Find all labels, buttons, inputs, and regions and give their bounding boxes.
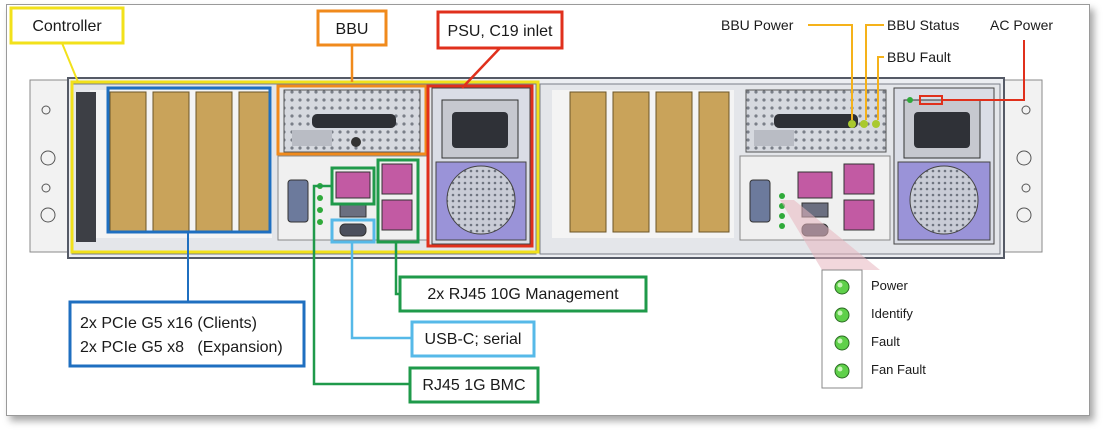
right-rack-ear	[1001, 79, 1043, 253]
bbu-power-leader	[808, 24, 853, 120]
bbu-highlight	[276, 84, 428, 156]
led-legend: Power Identify Fault Fan Fault	[821, 269, 926, 389]
controller-leader	[61, 42, 79, 83]
callout-usbc: USB-C; serial	[410, 320, 536, 358]
left-rack-ear	[29, 79, 71, 253]
led-fan-fault	[834, 363, 850, 379]
callout-pcie-line1: 2x PCIe G5 x16 (Clients)	[80, 315, 257, 332]
rj45-mgmt-highlight	[376, 158, 420, 244]
pcie-slots-a	[76, 90, 272, 242]
callout-bbu-text: BBU	[336, 21, 369, 38]
callout-rj45-bmc: RJ45 1G BMC	[408, 366, 540, 404]
callout-rj45-mgmt: 2x RJ45 10G Management	[398, 275, 648, 313]
callout-controller-text: Controller	[32, 18, 102, 35]
led-legend-label-fault: Fault	[871, 334, 900, 349]
psu-a	[431, 87, 531, 245]
led-zoom-wedge	[780, 200, 880, 270]
psu-leader	[461, 47, 501, 89]
usbc-leader	[350, 242, 412, 340]
bbu-status-leader	[865, 24, 884, 120]
callout-rj45-bmc-text: RJ45 1G BMC	[422, 377, 525, 394]
callout-pcie-line2: 2x PCIe G5 x8 (Expansion)	[80, 339, 283, 356]
callout-bbu-fault: BBU Fault	[887, 49, 951, 65]
led-identify	[834, 307, 850, 323]
psu-b	[893, 87, 995, 245]
callout-bbu-power: BBU Power	[721, 17, 794, 33]
psu-highlight	[426, 84, 534, 248]
led-power	[834, 279, 850, 295]
callout-rj45-mgmt-text: 2x RJ45 10G Management	[427, 286, 619, 303]
callout-bbu: BBU	[316, 9, 388, 47]
callout-ac-power: AC Power	[990, 17, 1053, 33]
bbu-fault-leader	[877, 56, 884, 120]
bbu-module-a	[283, 89, 421, 153]
callout-psu: PSU, C19 inlet	[436, 10, 564, 50]
rj45-bmc-leader	[312, 184, 410, 386]
callout-bbu-status: BBU Status	[887, 17, 959, 33]
led-fault	[834, 335, 850, 351]
led-legend-label-power: Power	[871, 278, 909, 293]
callout-usbc-text: USB-C; serial	[425, 331, 522, 348]
led-legend-label-fan-fault: Fan Fault	[871, 362, 926, 377]
pcie-slots-b	[552, 90, 734, 238]
callout-psu-text: PSU, C19 inlet	[448, 23, 553, 40]
led-legend-label-identify: Identify	[871, 306, 913, 321]
callout-pcie: 2x PCIe G5 x16 (Clients) 2x PCIe G5 x8 (…	[68, 300, 306, 368]
callout-controller: Controller	[9, 6, 125, 45]
controller-highlight	[70, 80, 540, 254]
ac-power-leader	[942, 40, 1025, 101]
bbu-module-b	[745, 89, 887, 153]
